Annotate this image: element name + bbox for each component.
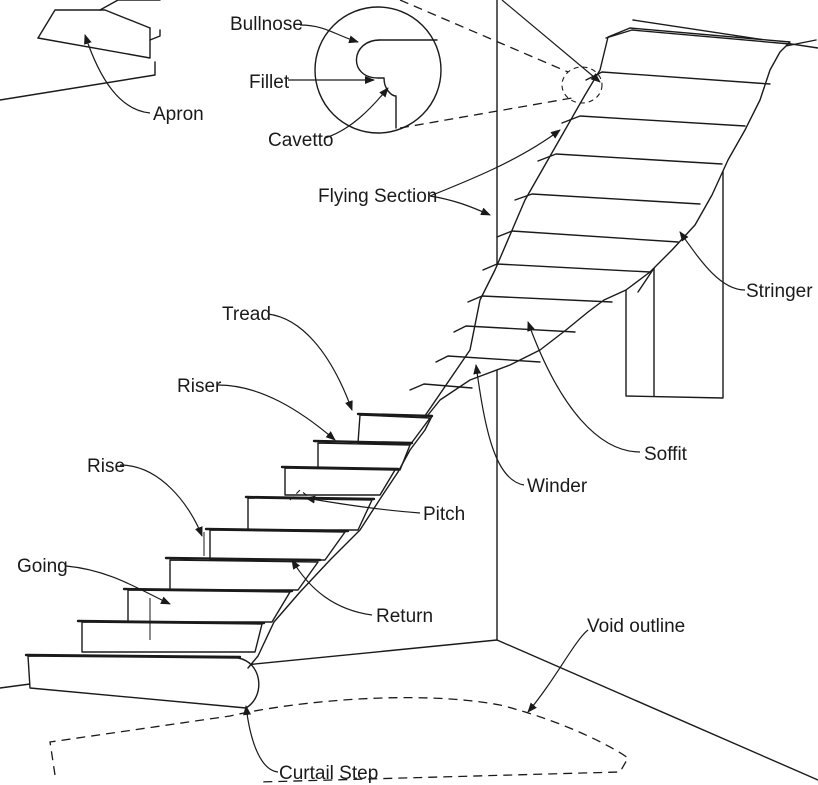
bullnose-profile <box>355 39 397 129</box>
void-outline-leader <box>527 629 589 713</box>
return-leader <box>291 559 373 616</box>
void-outline-shape <box>49 696 629 783</box>
apron-return <box>149 29 161 41</box>
tread-leader <box>267 313 353 411</box>
label-apron: Apron <box>153 104 204 125</box>
flying-section-leader-2 <box>429 195 491 216</box>
detail-callout-circle <box>561 66 603 104</box>
label-stringer: Stringer <box>746 281 813 302</box>
label-riser: Riser <box>177 376 222 397</box>
floor-line-left <box>244 639 498 666</box>
label-rise: Rise <box>87 456 125 477</box>
lower-nosings <box>24 412 434 659</box>
upper-step <box>99 0 161 11</box>
floor-line-right <box>496 639 818 781</box>
label-going: Going <box>17 556 68 577</box>
upper-tread-lines <box>409 29 791 391</box>
label-void-outline: Void outline <box>587 616 685 637</box>
winder-leader <box>473 364 525 486</box>
label-winder: Winder <box>527 476 588 497</box>
label-bullnose: Bullnose <box>230 14 303 35</box>
landing-apron <box>0 0 161 101</box>
label-pitch: Pitch <box>423 504 465 525</box>
label-curtail-step: Curtail Step <box>279 763 378 784</box>
pitch-marker <box>289 489 311 501</box>
label-soffit: Soffit <box>644 444 688 465</box>
labels: Bullnose Fillet Cavetto Apron Flying Sec… <box>17 14 813 784</box>
flying-section-leader-1 <box>429 129 561 197</box>
landing-edge <box>0 61 156 101</box>
detail-pointer <box>501 0 601 83</box>
apron-front-face <box>37 27 151 59</box>
lower-soffit-edge <box>247 415 433 669</box>
label-flying-section: Flying Section <box>318 186 437 207</box>
apron-top <box>37 9 151 39</box>
leader-lines <box>65 24 746 773</box>
bullnose-detail <box>314 6 442 134</box>
bullnose-detail-circle <box>314 6 442 134</box>
support-post <box>625 167 724 399</box>
riser-leader <box>217 384 336 441</box>
label-tread: Tread <box>222 304 271 325</box>
label-cavetto: Cavetto <box>268 130 333 151</box>
floor-line-far-left <box>0 683 31 689</box>
detail-projection-upper <box>399 0 569 73</box>
curtail-step-leader <box>243 705 279 773</box>
label-fillet: Fillet <box>249 72 290 93</box>
curtail-step <box>27 655 260 709</box>
apron-leader <box>84 34 151 114</box>
lower-stair-flight <box>24 412 434 709</box>
flying-section-steps <box>399 0 791 446</box>
cavetto-leader <box>324 87 389 139</box>
bullnose-leader <box>299 24 359 44</box>
going-leader <box>65 565 171 605</box>
soffit-leader <box>527 321 641 453</box>
pitch-leader <box>305 495 421 514</box>
stringer-leader <box>679 231 746 291</box>
label-return: Return <box>376 606 433 627</box>
rise-leader <box>119 464 203 537</box>
detail-projection-lower <box>399 97 573 129</box>
